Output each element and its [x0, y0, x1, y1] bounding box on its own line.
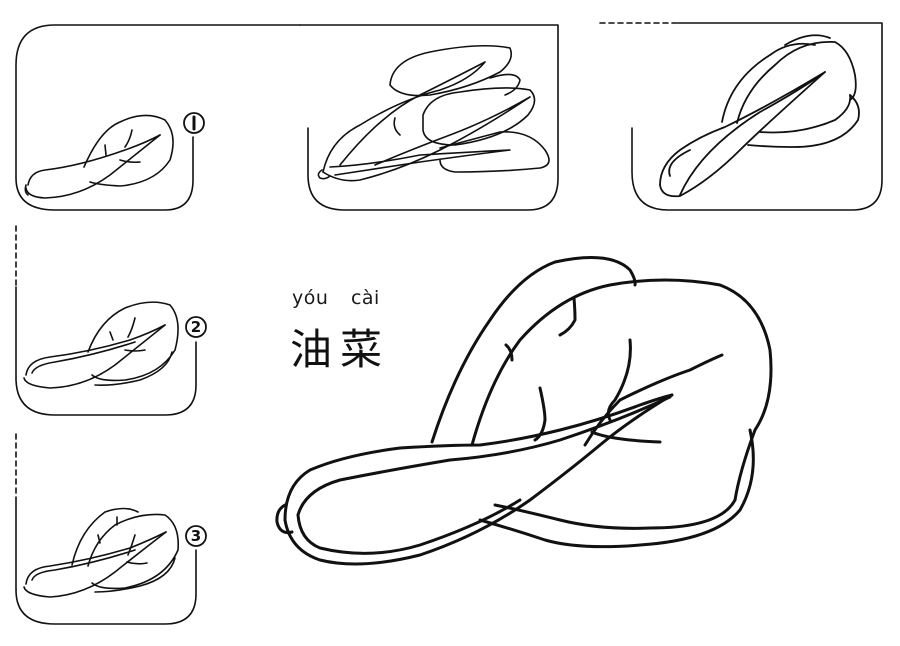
step-1-bokchoy-drawing [25, 115, 173, 198]
panel-example-bunch-frame [300, 25, 558, 210]
example-side-drawing [660, 35, 859, 196]
step-1-circle-icon [184, 113, 204, 133]
panel-step-3-frame [16, 497, 196, 624]
panel-frames [16, 23, 882, 624]
step-badge-3: 3 [186, 526, 206, 546]
example-bunch-drawing [318, 46, 549, 181]
step-3-bokchoy-drawing [24, 509, 178, 598]
panel-example-side-frame [632, 23, 882, 210]
step-2-bokchoy-drawing [24, 302, 178, 388]
svg-text:2: 2 [191, 318, 201, 336]
final-bokchoy-drawing [277, 258, 771, 565]
chinese-title: 油菜 [290, 325, 391, 374]
step-badge-1 [184, 113, 204, 133]
pinyin-label: yóu cài [292, 287, 380, 309]
step-3-circle-icon [186, 526, 206, 546]
step-2-circle-icon [186, 317, 206, 337]
panel-step-2-frame [16, 287, 196, 415]
panel-step-1-frame [16, 25, 300, 210]
step-badge-2: 2 [186, 317, 206, 337]
svg-text:3: 3 [191, 527, 201, 545]
